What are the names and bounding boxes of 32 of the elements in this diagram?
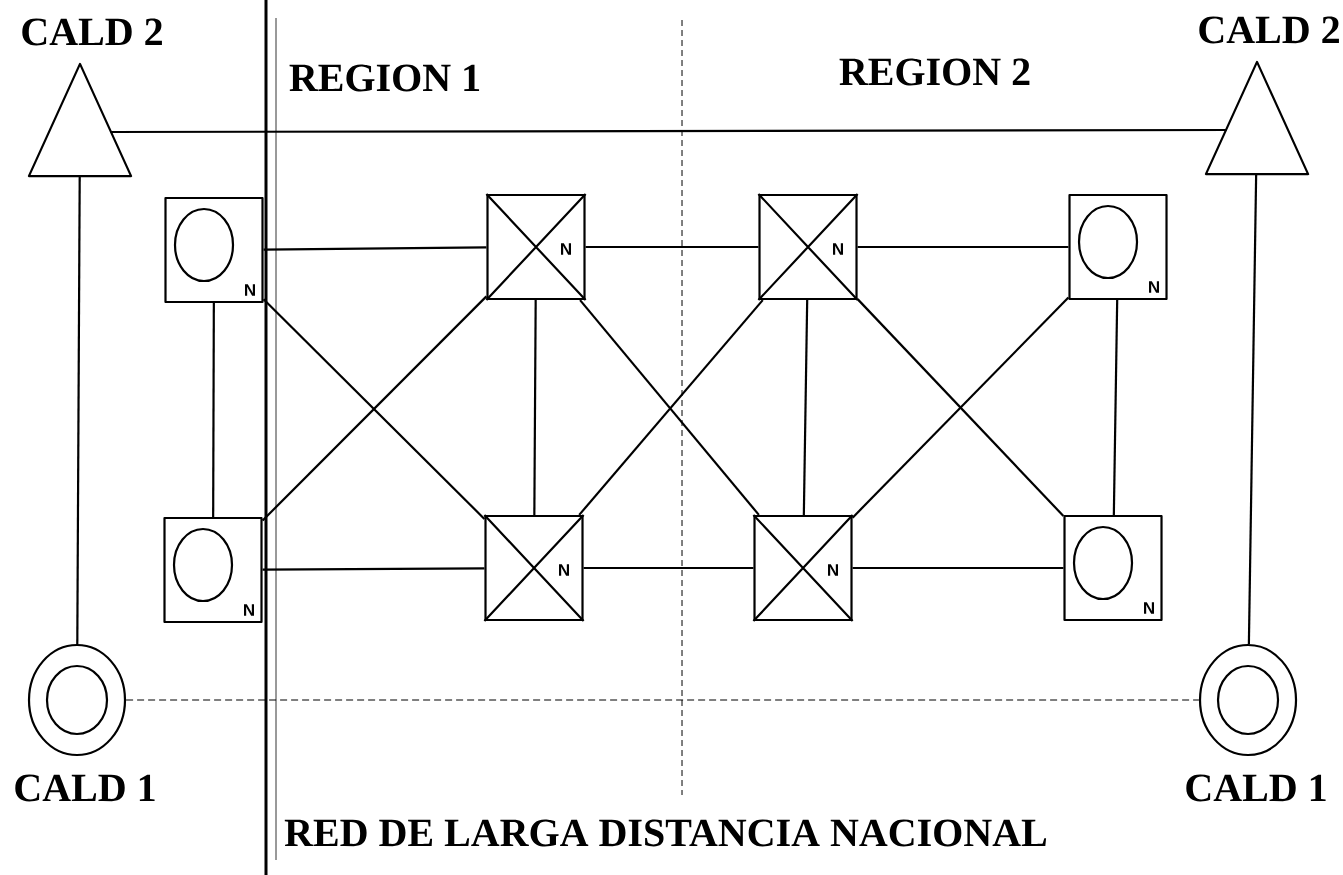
office-box: N <box>1063 514 1163 622</box>
office-box: N <box>164 196 264 304</box>
switch-box: N <box>752 513 854 623</box>
connector-line <box>1247 174 1258 644</box>
office-box: N <box>163 516 263 624</box>
switch-box: N <box>757 192 859 302</box>
switch-box: N <box>485 192 587 302</box>
connector-line <box>262 567 485 571</box>
node-label: CALD 2 <box>1199 16 1339 44</box>
connector-line <box>802 300 809 515</box>
double-circle-symbol <box>15 643 155 802</box>
connector-line <box>110 128 1227 134</box>
connector-line <box>852 566 1064 570</box>
switch-box: N <box>483 513 585 623</box>
connector-line <box>76 176 81 644</box>
region-label: REGION 2 <box>839 58 1030 86</box>
region-label: REGION 1 <box>289 64 480 92</box>
connector-line <box>263 246 487 251</box>
connector-line <box>533 300 537 515</box>
node-label: CALD 1 <box>1186 774 1326 802</box>
triangle-symbol <box>22 18 162 178</box>
region-label: RED DE LARGA DISTANCIA NACIONAL <box>284 819 1047 847</box>
node-label: CALD 1 <box>15 774 155 802</box>
office-box: N <box>1068 193 1168 301</box>
double-circle-symbol <box>1186 643 1326 802</box>
connector-line <box>212 303 215 517</box>
connector-line <box>1112 300 1119 515</box>
connector-line <box>857 245 1069 249</box>
connector-line <box>583 566 754 570</box>
triangle-symbol <box>1199 16 1339 176</box>
connector-line <box>585 245 759 249</box>
node-label: CALD 2 <box>22 18 162 46</box>
